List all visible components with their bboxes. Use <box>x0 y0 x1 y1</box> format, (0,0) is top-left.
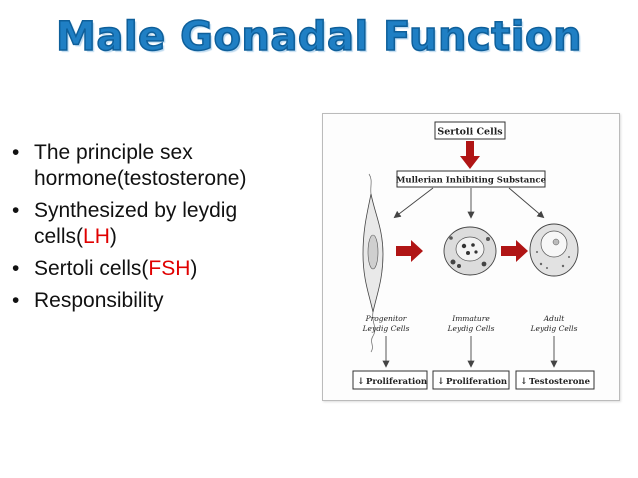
outcome-box-2 <box>432 370 510 390</box>
mis-label: Mullerian Inhibiting Substance <box>396 176 547 186</box>
cell-label-1-line-1: Progenitor <box>365 314 407 323</box>
outcome-label-1: Proliferation <box>366 377 427 387</box>
bullet-dot: • <box>12 141 20 164</box>
red-right-arrow-2 <box>501 240 528 262</box>
cell-label-3-line-2: Leydig Cells <box>530 324 578 333</box>
bullet-item: • Responsibility <box>12 288 312 314</box>
bullet-list: • The principle sex hormone(testosterone… <box>12 140 312 320</box>
bullet-dot: • <box>12 289 20 312</box>
leydig-cell-diagram: Sertoli Cells Mullerian Inhibiting Subst… <box>322 113 620 401</box>
bullet-text-end: ) <box>190 257 198 280</box>
progenitor-cell <box>362 173 384 353</box>
outcome-arrow-3: ↓ <box>520 377 528 387</box>
cell-label-2-line-1: Immature <box>451 314 490 323</box>
bullet-item: • Sertoli cells(FSH) <box>12 256 312 282</box>
bullet-text-end: ) <box>109 225 117 248</box>
bullet-text: Synthesized by leydig cells( <box>34 199 238 248</box>
bullet-item: • The principle sex hormone(testosterone… <box>12 140 312 192</box>
cell-label-1-line-2: Leydig Cells <box>362 324 410 333</box>
outcome-box-1 <box>352 370 428 390</box>
bullet-highlight: LH <box>83 225 110 248</box>
bullet-highlight: FSH <box>148 257 191 280</box>
outcome-arrow-2: ↓ <box>437 377 445 387</box>
sertoli-label: Sertoli Cells <box>437 127 502 138</box>
red-right-arrow-1 <box>396 240 423 262</box>
cell-label-2-line-2: Leydig Cells <box>447 324 495 333</box>
slide-title: Male Gonadal Function <box>55 13 582 61</box>
diagram-svg: Sertoli Cells Mullerian Inhibiting Subst… <box>352 121 595 390</box>
cell-label-3-line-1: Adult <box>543 314 565 323</box>
bullet-dot: • <box>12 199 20 222</box>
thin-arrow-right <box>508 187 545 219</box>
outcome-arrow-1: ↓ <box>357 377 365 387</box>
adult-cell <box>529 223 579 277</box>
bullet-text: Sertoli cells( <box>34 257 149 280</box>
immature-cell <box>443 226 497 276</box>
sertoli-box <box>434 121 506 140</box>
thin-arrow-left <box>393 187 434 219</box>
red-down-arrow <box>460 141 480 169</box>
bullet-text: Responsibility <box>34 289 164 312</box>
bullet-dot: • <box>12 257 20 280</box>
outcome-box-3 <box>515 370 595 390</box>
bullet-item: • Synthesized by leydig cells(LH) <box>12 198 312 250</box>
mis-box <box>396 170 546 188</box>
outcome-label-3: Testosterone <box>529 377 591 387</box>
outcome-label-2: Proliferation <box>446 377 507 387</box>
bullet-text: The principle sex hormone(testosterone) <box>34 141 247 190</box>
